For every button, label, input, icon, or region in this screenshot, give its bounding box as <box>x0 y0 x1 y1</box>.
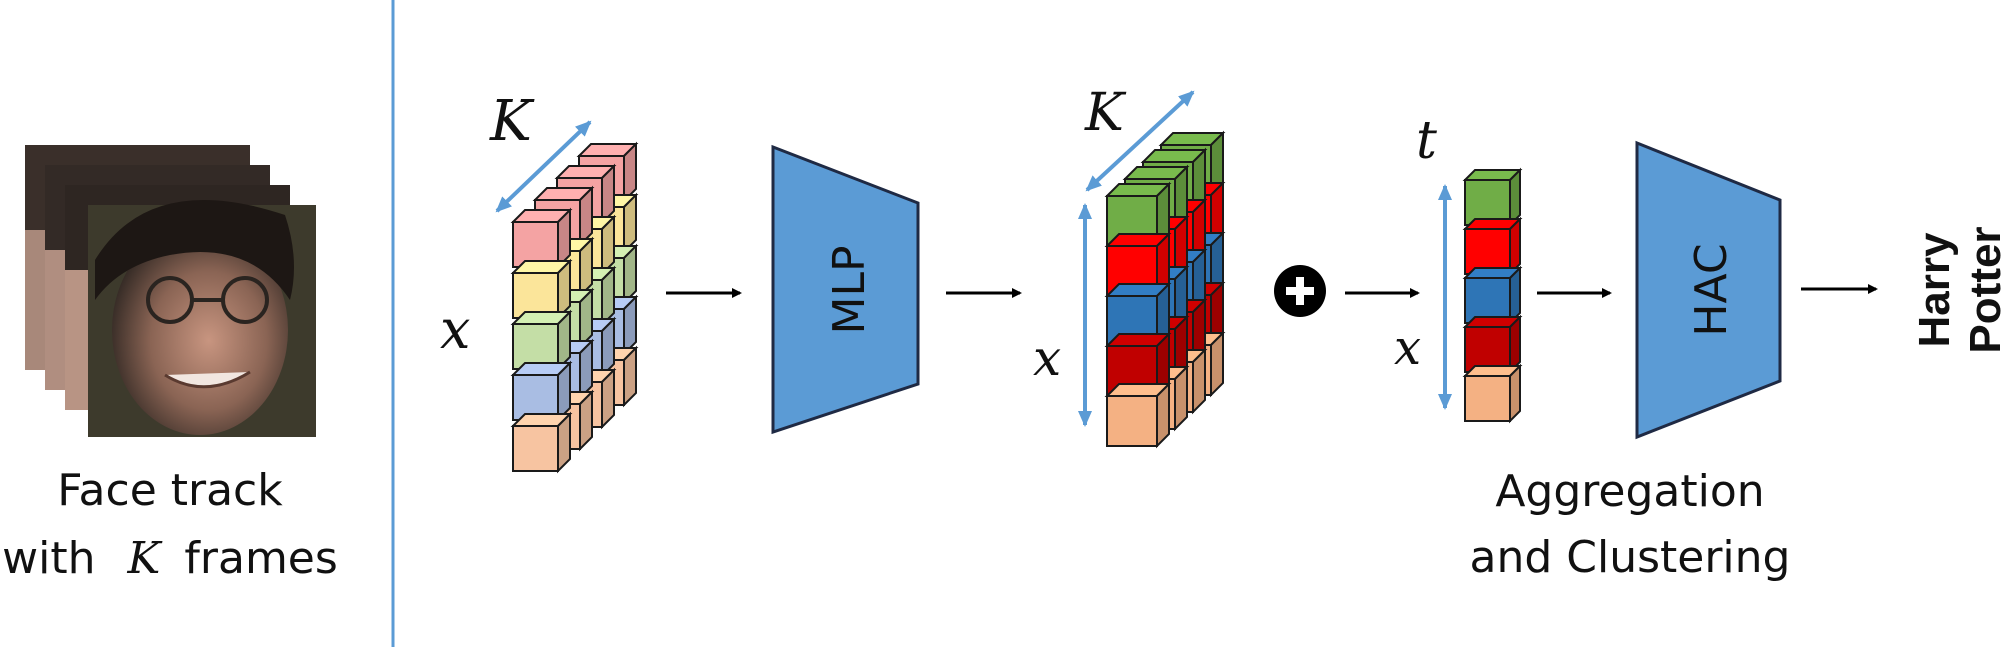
input-cubes-cube <box>510 411 573 474</box>
vec-cubes-cube <box>1462 314 1523 375</box>
face-caption-line1: Face track <box>57 465 283 516</box>
output-label-line1: Harry <box>1910 232 1959 347</box>
mlp-output-k-dimension-arrow <box>1085 90 1195 192</box>
input-x-label: x <box>440 298 470 361</box>
mlp-output-x-label: x <box>1033 329 1061 387</box>
vec-cubes-cube <box>1462 265 1523 326</box>
mlp-output-k-label: K <box>1084 83 1127 143</box>
face-frame-front <box>88 200 316 437</box>
input-k-label: K <box>489 89 535 154</box>
aggregation-plus-icon <box>1274 265 1326 317</box>
track-feature-vector <box>1462 167 1523 424</box>
vec-cubes-cube <box>1462 363 1523 424</box>
face-caption-line2: with K frames <box>2 533 338 584</box>
face-caption-frames: frames <box>184 533 337 584</box>
input-cubes-cube <box>510 258 573 321</box>
mlp-cubes-cube <box>1104 381 1172 449</box>
hac-label: HAC <box>1686 243 1737 336</box>
aggregation-caption-line1: Aggregation <box>1495 466 1764 517</box>
aggregation-caption-line2: and Clustering <box>1470 532 1791 583</box>
track-x-label: x <box>1394 320 1421 376</box>
input-cubes-cube <box>510 309 573 372</box>
input-k-dimension-arrow <box>495 120 592 213</box>
track-t-label: t <box>1416 111 1437 171</box>
face-caption-with: with <box>2 533 95 584</box>
vec-cubes-cube <box>1462 216 1523 277</box>
input-feature-block <box>510 141 639 474</box>
output-label-line2: Potter <box>1961 226 2010 353</box>
mlp-block: MLP <box>771 144 920 435</box>
hac-block: HAC <box>1635 140 1782 440</box>
mlp-output-block <box>1104 130 1226 449</box>
mlp-label: MLP <box>824 245 875 334</box>
vec-cubes-cube <box>1462 167 1523 228</box>
face-photo-stack-icon <box>25 145 316 437</box>
face-caption-k: K <box>127 533 163 584</box>
input-cubes-cube <box>510 207 573 270</box>
input-cubes-cube <box>510 360 573 423</box>
